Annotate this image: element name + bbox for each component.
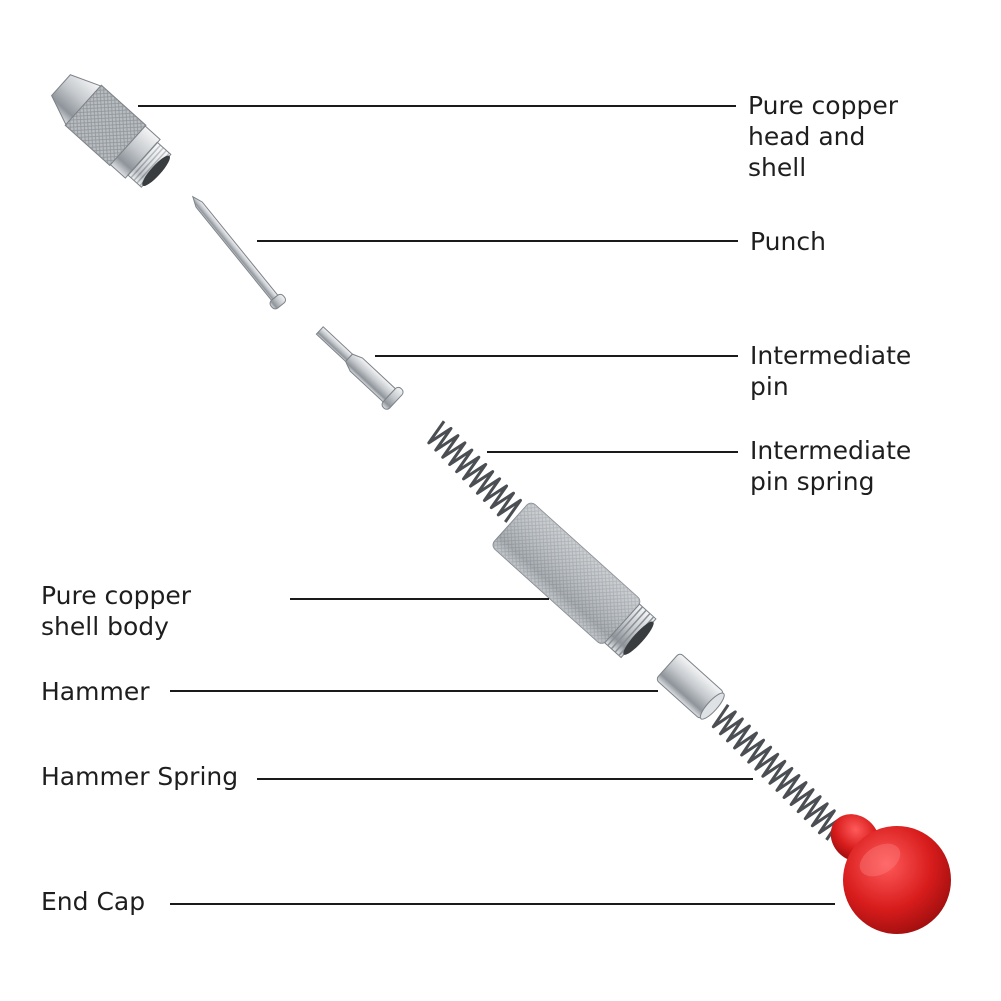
punch-part: [191, 195, 286, 310]
leader-line-intermediate-pin: [375, 355, 738, 357]
leader-line-intermediate-pin-spring: [487, 451, 738, 453]
hammer-spring-part: [711, 703, 843, 841]
label-hammer-spring: Hammer Spring: [41, 761, 238, 792]
head-shell-part: [51, 74, 172, 188]
label-head-shell: Pure copper head and shell: [748, 90, 898, 183]
label-hammer-text: Hammer: [41, 677, 150, 706]
label-head-shell-line-2: head and: [748, 122, 866, 151]
leader-line-punch: [257, 240, 738, 242]
label-shell-body: Pure copper shell body: [41, 580, 191, 642]
label-intermediate-pin-spring: Intermediate pin spring: [750, 435, 911, 497]
label-hammer: Hammer: [41, 676, 149, 707]
label-end-cap-text: End Cap: [41, 887, 146, 916]
label-end-cap: End Cap: [41, 886, 145, 917]
leader-line-end-cap: [170, 903, 835, 905]
label-hammer-spring-text: Hammer Spring: [41, 762, 239, 791]
label-head-shell-line-3: shell: [748, 153, 807, 182]
intermediate-pin-part: [315, 326, 404, 410]
shell-body-part: [492, 502, 657, 659]
intermediate-pin-spring-part: [427, 420, 522, 523]
label-intermediate-pin-line-2: pin: [750, 372, 789, 401]
leader-line-hammer-spring: [257, 778, 753, 780]
hammer-part: [656, 653, 725, 720]
leader-line-head-shell: [138, 105, 736, 107]
label-shell-body-line-1: Pure copper: [41, 581, 191, 610]
label-head-shell-line-1: Pure copper: [748, 91, 898, 120]
label-intermediate-pin-spring-line-1: Intermediate: [750, 436, 912, 465]
leader-line-shell-body: [290, 598, 549, 600]
label-shell-body-line-2: shell body: [41, 612, 169, 641]
label-punch: Punch: [750, 226, 826, 257]
label-intermediate-pin: Intermediate pin: [750, 340, 911, 402]
end-cap-part: [830, 814, 951, 934]
label-punch-text: Punch: [750, 227, 826, 256]
label-intermediate-pin-spring-line-2: pin spring: [750, 467, 875, 496]
leader-line-hammer: [170, 690, 658, 692]
label-intermediate-pin-line-1: Intermediate: [750, 341, 912, 370]
